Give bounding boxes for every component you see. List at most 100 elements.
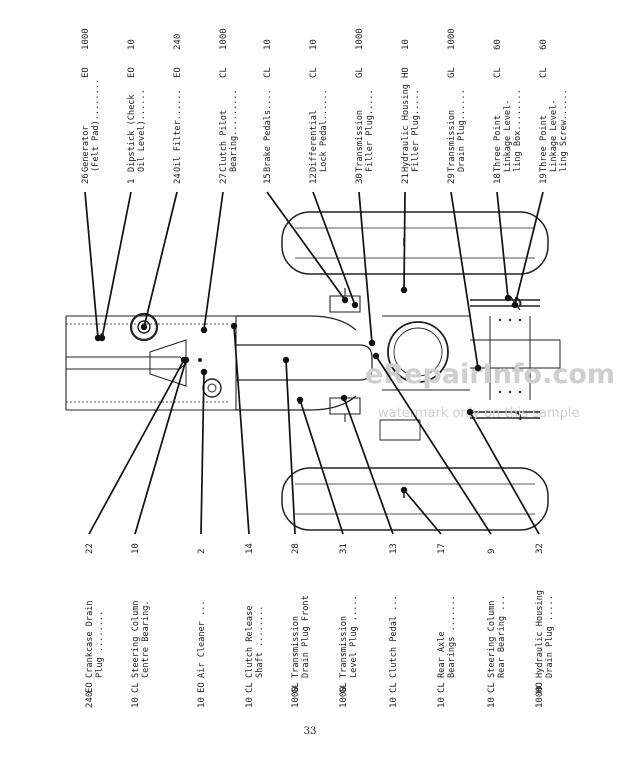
service-interval-top: 10 bbox=[263, 39, 273, 50]
service-interval-bottom: 10 bbox=[197, 697, 207, 708]
label-text-bottom: Transmission bbox=[339, 616, 349, 678]
label-text-top: Filler Plug..... bbox=[365, 89, 375, 172]
lubricant-code-bottom: GL bbox=[339, 682, 349, 693]
label-text-bottom: Drain Plug Front bbox=[301, 595, 311, 678]
lubricant-code-top: EO bbox=[173, 67, 183, 78]
lube-point-dot bbox=[372, 352, 380, 360]
leader-line-top bbox=[84, 191, 99, 339]
label-text-bottom: Clutch Pedal ... bbox=[389, 595, 399, 678]
service-interval-top: 10 bbox=[127, 39, 137, 50]
label-text-top: Brake Pedals.... bbox=[263, 89, 273, 172]
callout-number-top: 1 bbox=[127, 179, 137, 184]
label-text-bottom: Rear Axle bbox=[437, 631, 447, 678]
label-text-bottom: Centre Bearing. bbox=[141, 600, 151, 678]
callout-number-bottom: 9 bbox=[487, 549, 497, 554]
service-interval-top: 1000 bbox=[81, 28, 91, 50]
service-interval-bottom: 10 bbox=[437, 697, 447, 708]
leader-line-top bbox=[496, 191, 509, 299]
leader-line-top bbox=[266, 191, 346, 301]
service-interval-top: 1000 bbox=[219, 28, 229, 50]
label-text-top: Differential bbox=[309, 110, 319, 172]
leader-line-bottom bbox=[285, 359, 296, 535]
label-text-top: Drain Plug...... bbox=[457, 89, 467, 172]
label-text-top: Clutch Pilot bbox=[219, 110, 229, 172]
label-text-bottom: Bearings ....... bbox=[447, 595, 457, 678]
service-interval-bottom: 240 bbox=[85, 692, 95, 708]
leader-line-bottom bbox=[375, 355, 492, 535]
callout-number-bottom: 17 bbox=[437, 543, 447, 554]
label-text-top: Dipstick (Check bbox=[127, 94, 137, 172]
label-text-top: ling Screw...... bbox=[559, 89, 569, 172]
label-text-top: Three Point bbox=[539, 115, 549, 172]
label-text-bottom: Plug ........ bbox=[95, 611, 105, 678]
lubricant-code-bottom: CL bbox=[131, 682, 141, 693]
leader-line-top bbox=[203, 191, 224, 331]
label-text-bottom: Clutch Release bbox=[245, 606, 255, 678]
service-interval-bottom: 10 bbox=[245, 697, 255, 708]
callout-number-bottom: 32 bbox=[535, 543, 545, 554]
lube-point-dot bbox=[474, 364, 482, 372]
lube-point-dot bbox=[296, 396, 304, 404]
label-text-top: Three Point bbox=[493, 115, 503, 172]
label-text-top: ling Box........ bbox=[513, 89, 523, 172]
lube-point-dot bbox=[400, 286, 408, 294]
service-interval-top: 1000 bbox=[447, 28, 457, 50]
callout-number-bottom: 31 bbox=[339, 543, 349, 554]
page-number: 33 bbox=[303, 726, 317, 737]
lube-point-dot bbox=[182, 356, 190, 364]
callout-number-top: 12 bbox=[309, 173, 319, 184]
lube-point-dot bbox=[351, 301, 359, 309]
callout-number-bottom: 22 bbox=[85, 543, 95, 554]
lube-point-dot bbox=[98, 334, 106, 342]
lubricant-code-top: EO bbox=[127, 67, 137, 78]
lubricant-code-bottom: EO bbox=[197, 682, 207, 693]
leader-line-bottom bbox=[403, 489, 442, 535]
lube-point-dot bbox=[368, 339, 376, 347]
lubricant-code-top: EO bbox=[81, 67, 91, 78]
service-interval-bottom: 10 bbox=[131, 697, 141, 708]
callout-number-bottom: 14 bbox=[245, 543, 255, 554]
lube-point-dot bbox=[511, 301, 519, 309]
service-interval-bottom: 10 bbox=[487, 697, 497, 708]
leader-line-top bbox=[143, 191, 178, 328]
leader-lines bbox=[84, 191, 544, 535]
watermark-site: eRepairInfo.com bbox=[365, 359, 615, 390]
callout-number-top: 26 bbox=[81, 173, 91, 184]
lube-point-dot bbox=[400, 486, 408, 494]
leader-line-top bbox=[450, 191, 479, 369]
lubricant-code-bottom: GL bbox=[291, 682, 301, 693]
leader-line-bottom bbox=[200, 371, 205, 535]
leader-line-bottom bbox=[88, 359, 185, 535]
leader-line-bottom bbox=[134, 359, 187, 535]
label-text-bottom: Level Plug ..... bbox=[349, 595, 359, 678]
label-text-top: Oil Filter...... bbox=[173, 89, 183, 172]
lube-point-dot bbox=[140, 323, 148, 331]
service-interval-bottom: 10 bbox=[389, 697, 399, 708]
lubricant-code-top: CL bbox=[309, 67, 319, 78]
leader-line-top bbox=[101, 191, 132, 339]
lubricant-code-bottom: HO bbox=[535, 682, 545, 693]
callout-number-top: 21 bbox=[401, 173, 411, 184]
callout-number-top: 18 bbox=[493, 173, 503, 184]
lube-point-dot bbox=[504, 294, 512, 302]
service-interval-top: 10 bbox=[401, 39, 411, 50]
callout-number-top: 19 bbox=[539, 173, 549, 184]
callout-number-bottom: 13 bbox=[389, 543, 399, 554]
label-text-top: Transmission bbox=[447, 110, 457, 172]
callout-number-top: 15 bbox=[263, 173, 273, 184]
lube-point-dot bbox=[466, 408, 474, 416]
callout-number-bottom: 28 bbox=[291, 543, 301, 554]
leader-line-bottom bbox=[343, 397, 394, 535]
lubricant-code-top: GL bbox=[355, 67, 365, 78]
service-interval-top: 1000 bbox=[355, 28, 365, 50]
lubricant-code-top: GL bbox=[447, 67, 457, 78]
service-interval-top: 240 bbox=[173, 34, 183, 50]
lube-point-dot bbox=[200, 368, 208, 376]
service-interval-bottom: 1000 bbox=[339, 686, 349, 708]
lubricant-code-bottom: CL bbox=[389, 682, 399, 693]
label-text-top: Filler Plug..... bbox=[411, 89, 421, 172]
label-text-top: Generator bbox=[81, 125, 91, 172]
